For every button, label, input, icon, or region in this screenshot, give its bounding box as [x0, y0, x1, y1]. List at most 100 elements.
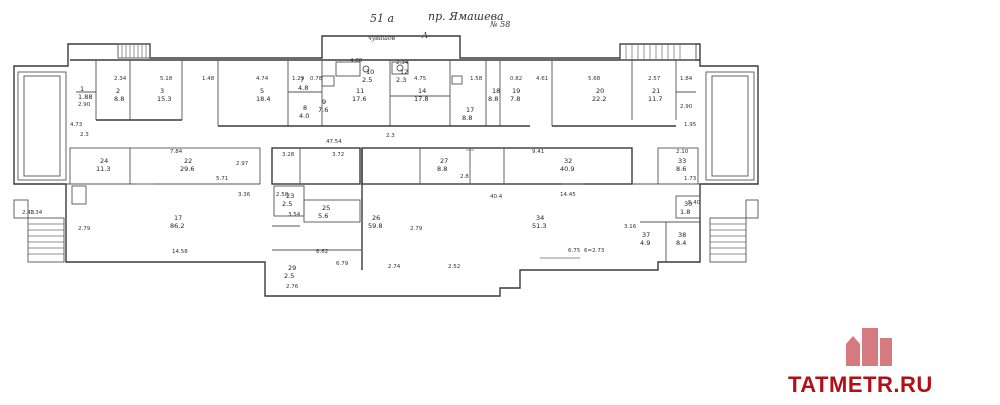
room-area: 4.8: [298, 84, 308, 92]
svg-text:2.90: 2.90: [680, 104, 693, 110]
room-number: 23: [286, 192, 294, 200]
room-area: 40.9: [560, 165, 574, 173]
room-number: 8: [303, 104, 307, 112]
room-number: 3: [160, 87, 164, 95]
room-area: 1.88: [78, 93, 92, 101]
room-number: 27: [440, 157, 448, 165]
outer-wall: [13, 35, 759, 297]
svg-text:1.84: 1.84: [680, 76, 693, 82]
room-area: 8.8: [462, 114, 472, 122]
svg-text:6.75: 6.75: [568, 248, 581, 254]
svg-text:5.40: 5.40: [688, 200, 701, 206]
room-area: 22.2: [592, 95, 606, 103]
room-number: 5: [260, 87, 264, 95]
porch-stairs-top-right: [619, 43, 697, 61]
svg-text:2.76: 2.76: [286, 284, 299, 290]
room-area: 18.4: [256, 95, 270, 103]
plan-reference: № 58: [489, 20, 510, 29]
svg-text:1.34: 1.34: [30, 210, 43, 216]
svg-text:2.97: 2.97: [236, 161, 249, 167]
room-area: 2.5: [284, 272, 294, 280]
svg-text:5.18: 5.18: [160, 76, 173, 82]
svg-text:2.74: 2.74: [388, 264, 401, 270]
room-number: 29: [288, 264, 296, 272]
room-labels: 1 1.88 2 8.8 3 15.3 5 18.4 7 4.8 8 4.0 9…: [78, 68, 692, 280]
room-number: 30: [684, 200, 692, 208]
svg-text:14.58: 14.58: [172, 249, 188, 255]
svg-text:2.79: 2.79: [78, 226, 91, 232]
axis-label: чувашов: [368, 35, 396, 42]
svg-text:2.34: 2.34: [114, 76, 127, 82]
right-stairwell: [705, 71, 755, 181]
room-area: 51.3: [532, 222, 546, 230]
svg-text:2.3: 2.3: [386, 133, 395, 139]
room-area: 29.6: [180, 165, 194, 173]
svg-text:2.10: 2.10: [676, 149, 689, 155]
svg-text:4.88: 4.88: [350, 58, 363, 64]
building-icon: [846, 328, 892, 366]
room-number: 1: [80, 85, 84, 93]
room-area: 17.8: [414, 95, 428, 103]
svg-text:3.72: 3.72: [332, 152, 344, 158]
left-stairwell: [17, 71, 67, 181]
room-number: 26: [372, 214, 380, 222]
room-number: 32: [564, 157, 572, 165]
svg-text:14.45: 14.45: [560, 192, 576, 198]
svg-text:3.36: 3.36: [238, 192, 251, 198]
room-area: 8.8: [437, 165, 447, 173]
porch-stairs-bottom-right: [709, 199, 759, 263]
room-area: 7.8: [510, 95, 520, 103]
svg-text:2.79: 2.79: [410, 226, 423, 232]
room-number: 38: [678, 231, 686, 239]
room-number: 11: [356, 87, 364, 95]
room-number: 7: [300, 76, 304, 84]
room-area: 4.9: [640, 239, 650, 247]
door-openings: [136, 149, 584, 259]
svg-text:2.43: 2.43: [22, 210, 35, 216]
room-area: 59.8: [368, 222, 382, 230]
svg-text:3.54: 3.54: [288, 212, 301, 218]
room-area: 8.8: [488, 95, 498, 103]
svg-text:5.68: 5.68: [588, 76, 601, 82]
room-number: 19: [512, 87, 520, 95]
room-area: 5.6: [318, 212, 328, 220]
room-area: 15.3: [157, 95, 171, 103]
watermark-text: TATMETR.RU: [788, 372, 933, 397]
room-area: 2.5: [282, 200, 292, 208]
svg-text:2.52: 2.52: [448, 264, 460, 270]
svg-text:9.41: 9.41: [532, 149, 544, 155]
svg-text:1.29: 1.29: [292, 76, 305, 82]
svg-text:40.4: 40.4: [490, 194, 503, 200]
svg-text:0.82: 0.82: [510, 76, 522, 82]
room-number: 14: [418, 87, 426, 95]
svg-text:4.61: 4.61: [536, 76, 548, 82]
svg-text:7.84: 7.84: [170, 149, 183, 155]
room-block-middle: [271, 147, 361, 185]
room-number: 21: [652, 87, 660, 95]
left-stairwell-inner: [23, 75, 61, 177]
svg-text:3.16: 3.16: [624, 224, 637, 230]
room-number: 2: [116, 87, 120, 95]
svg-text:47.54: 47.54: [326, 139, 342, 145]
svg-text:0.78: 0.78: [310, 76, 323, 82]
room-area: 8.8: [114, 95, 124, 103]
room-number: 37: [642, 231, 650, 239]
room-number: 33: [678, 157, 686, 165]
room-number: 17: [174, 214, 182, 222]
dimension-labels: 2.90 4.73 2.3 2.34 5.18 1.48 4.74 1.29 0…: [22, 58, 701, 290]
svg-text:1.58: 1.58: [470, 76, 483, 82]
house-number: 51 а: [370, 12, 394, 25]
room-number: 20: [596, 87, 604, 95]
svg-text:6.62: 6.62: [316, 249, 328, 255]
room-area: 4.0: [299, 112, 309, 120]
room-number: 10: [366, 68, 374, 76]
room-area: 8.6: [676, 165, 686, 173]
svg-text:2.57: 2.57: [648, 76, 661, 82]
svg-text:2.90: 2.90: [78, 102, 91, 108]
svg-text:2.58: 2.58: [276, 192, 289, 198]
room-area: 11.7: [648, 95, 662, 103]
right-stairwell-inner: [711, 75, 749, 177]
svg-text:3.28: 3.28: [282, 152, 295, 158]
svg-text:2.3: 2.3: [80, 132, 89, 138]
svg-text:4.74: 4.74: [256, 76, 269, 82]
